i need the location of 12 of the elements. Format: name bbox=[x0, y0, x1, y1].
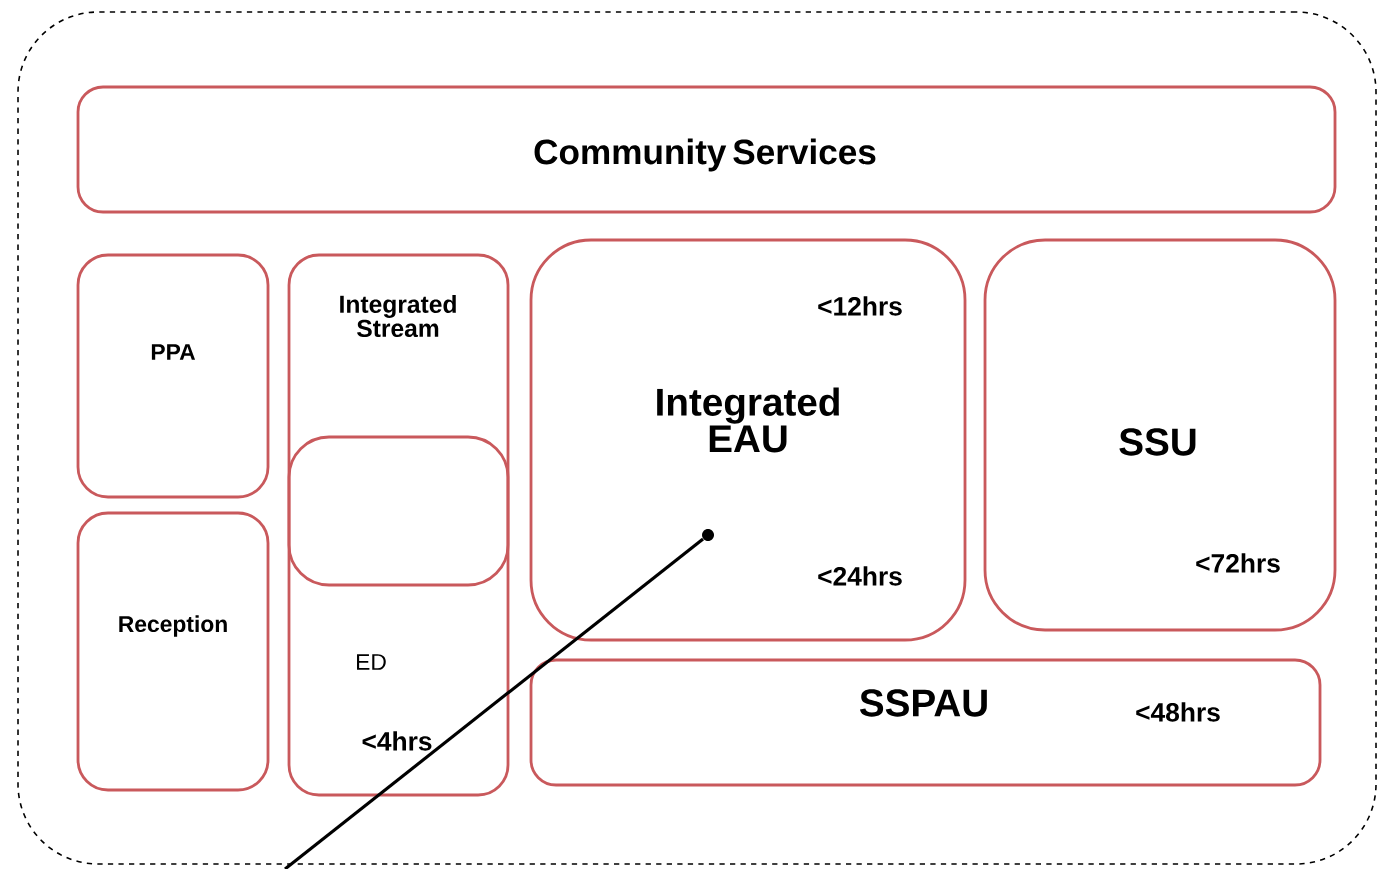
leader-line bbox=[284, 537, 704, 869]
time-label: <4hrs bbox=[362, 731, 432, 751]
rounded-box: Community Services bbox=[76, 85, 1337, 214]
time-label: <24hrs bbox=[818, 566, 902, 586]
time-label: <48hrs bbox=[1136, 702, 1220, 722]
rounded-box bbox=[287, 435, 510, 587]
rounded-box: PPA bbox=[76, 253, 270, 499]
outer-frame bbox=[17, 11, 1377, 865]
box-label: ED bbox=[357, 654, 386, 670]
time-label: <12hrs bbox=[818, 296, 902, 316]
time-label: <72hrs bbox=[1196, 553, 1280, 573]
rounded-box: Reception bbox=[76, 511, 270, 792]
